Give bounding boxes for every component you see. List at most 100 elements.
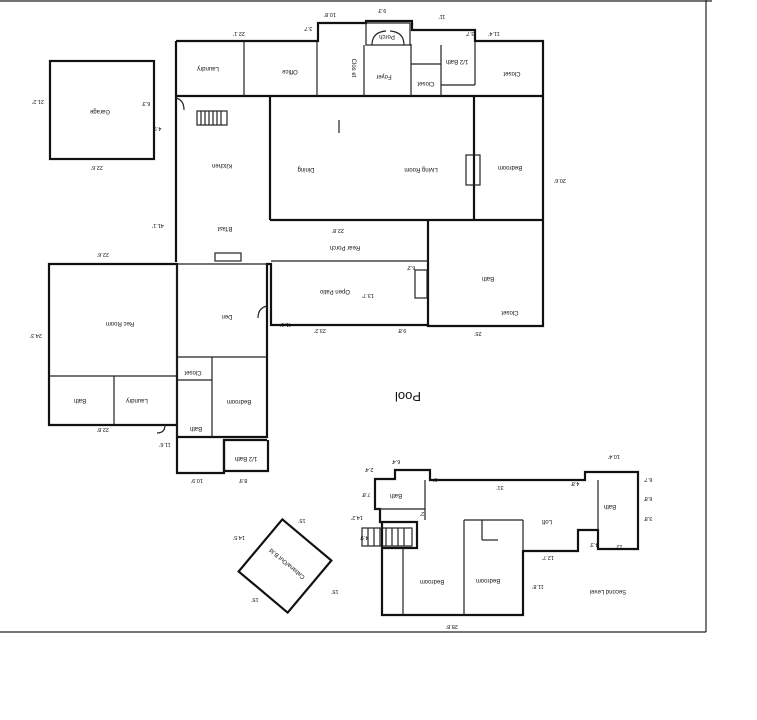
- label-bath-left: Bath: [190, 425, 202, 431]
- label-bedroom-main-right: Bedroom: [498, 164, 522, 170]
- dim-22-6b: 22.6': [97, 251, 109, 257]
- dim-3-7: 3.7': [466, 30, 475, 36]
- garage-label: Garage: [89, 108, 110, 114]
- dim-garage-side: 21.2': [32, 98, 44, 104]
- dim-6-3: 6.3': [142, 100, 151, 106]
- cabana: [237, 517, 333, 615]
- dim-8-9: 8.9': [239, 477, 248, 483]
- dim-9-3: 9.3': [378, 7, 387, 13]
- porch-box: [365, 22, 411, 46]
- dim-4-9: 4.9': [153, 125, 162, 131]
- label-pool: Pool: [395, 389, 421, 404]
- dim-12-7: 12.7': [542, 554, 554, 560]
- label-closet-foyer: Closet: [417, 80, 434, 86]
- label-bath-second-right: Bath: [604, 503, 616, 509]
- dim-12: 12': [615, 543, 622, 549]
- door-arc-porch-2: [389, 30, 405, 46]
- dim-41-1: 41.1': [152, 222, 164, 228]
- dim-7-8: 7.8': [362, 491, 371, 497]
- dim-5: 5': [433, 476, 437, 482]
- fireplace-living: [465, 154, 481, 186]
- label-porch: Porch: [379, 33, 395, 39]
- dim-23-2: 23.2': [314, 327, 326, 333]
- dim-11: 11': [439, 13, 446, 19]
- label-bath-rec: Bath: [74, 397, 86, 403]
- dim-9-8: 9.8': [398, 327, 407, 333]
- second-level-outline: [373, 468, 640, 617]
- dim-6-2: 6.2': [407, 264, 416, 270]
- label-cabana: Cabana/Out B.ld: [269, 547, 307, 580]
- dim-6-8: 6.8': [644, 495, 653, 501]
- dim-3-7b: 3.7': [304, 25, 313, 31]
- label-second-level: Second Level: [590, 588, 626, 594]
- dim-10-4: 10.4': [608, 453, 620, 459]
- dim-28-8: 28.8': [446, 623, 458, 629]
- dim-2-4: 2.4': [365, 466, 374, 472]
- stairs-second: [361, 527, 413, 547]
- label-den: Den: [221, 313, 232, 319]
- dim-20-6: 20.6': [554, 177, 566, 183]
- door-arc-den: [257, 305, 268, 319]
- label-rear-porch: Rear Porch: [330, 244, 360, 250]
- door-arc-porch: [371, 30, 387, 46]
- dim-22-8: 22.8': [332, 227, 344, 233]
- label-closet-top-right: Closet: [503, 70, 520, 76]
- garage-outline: [48, 59, 156, 161]
- label-bedroom-left: Bedroom: [227, 398, 251, 404]
- dim-2: 2': [420, 510, 424, 516]
- label-half-bath-left: 1/2 Bath: [235, 455, 257, 461]
- label-laundry-rec: Laundry: [126, 397, 148, 403]
- label-closet-top: Clos et: [350, 59, 356, 78]
- label-kitchen: Kitchen: [212, 162, 232, 168]
- half-bath-left-wall: [222, 440, 270, 473]
- dim-11-8: 11.8': [532, 583, 543, 589]
- label-closet-main-right: Closet: [501, 309, 518, 315]
- dim-15a: 15': [298, 517, 305, 523]
- dim-11-6: 11.6': [159, 441, 170, 447]
- dim-4-3: 4.3': [590, 541, 599, 547]
- label-foyer: Foyer: [376, 73, 391, 79]
- dim-4-9b: 4.9': [360, 534, 369, 540]
- label-loft: Loft: [542, 518, 552, 524]
- label-bath-main-right: Bath: [482, 275, 494, 281]
- fireplace-bfast: [214, 252, 242, 262]
- label-bedroom-second-b: Bedroom: [476, 577, 500, 583]
- dim-13-7: 13.7': [362, 292, 374, 298]
- dim-3-8: 3.8': [644, 515, 653, 521]
- dim-22-8b: 22.8': [97, 426, 109, 432]
- label-bath-second: Bath: [390, 492, 402, 498]
- fireplace-rear: [414, 269, 428, 299]
- label-dining: Dining: [297, 166, 314, 172]
- main-house-outline: [47, 19, 545, 439]
- dim-24-3: 24.3': [30, 332, 42, 338]
- dim-4-8: 4.8': [571, 480, 580, 486]
- dim-garage-bottom: 22.6': [91, 164, 103, 170]
- label-open-patio: Open Patio: [319, 288, 350, 294]
- dim-15c: 15': [251, 596, 258, 602]
- label-closet-left: Closet: [184, 369, 201, 375]
- stairs-main: [196, 110, 228, 126]
- dim-22-1: 22.1': [233, 30, 245, 36]
- dim-14-2: 14.2': [351, 514, 363, 520]
- dim-11-4-top: 11.4': [488, 30, 499, 36]
- left-wing-bottom: [175, 437, 267, 475]
- dim-31: 31': [496, 484, 503, 490]
- label-rec-room: Rec Room: [106, 320, 134, 326]
- dim-14-5: 14.5': [233, 534, 245, 540]
- label-bedroom-second-a: Bedroom: [420, 578, 444, 584]
- label-half-bath-top: 1/2 Bath: [446, 58, 468, 64]
- door-arc-garage: [175, 97, 185, 111]
- dim-10-9: 10.9': [191, 477, 203, 483]
- label-office: Office: [282, 68, 298, 74]
- label-laundry-top: Laundry: [197, 65, 219, 71]
- dim-15b: 15': [331, 588, 338, 594]
- label-bfast: B'fast: [217, 225, 232, 231]
- dim-41-1b: 41.1': [280, 321, 292, 327]
- dim-25: 25': [474, 330, 481, 336]
- dim-10-8: 10.8': [324, 11, 336, 17]
- dim-6-7: 6.7': [644, 476, 653, 482]
- dim-6-4: 6.4': [392, 458, 401, 464]
- label-living-room: Living Room: [404, 166, 437, 172]
- door-arc-left: [156, 424, 166, 434]
